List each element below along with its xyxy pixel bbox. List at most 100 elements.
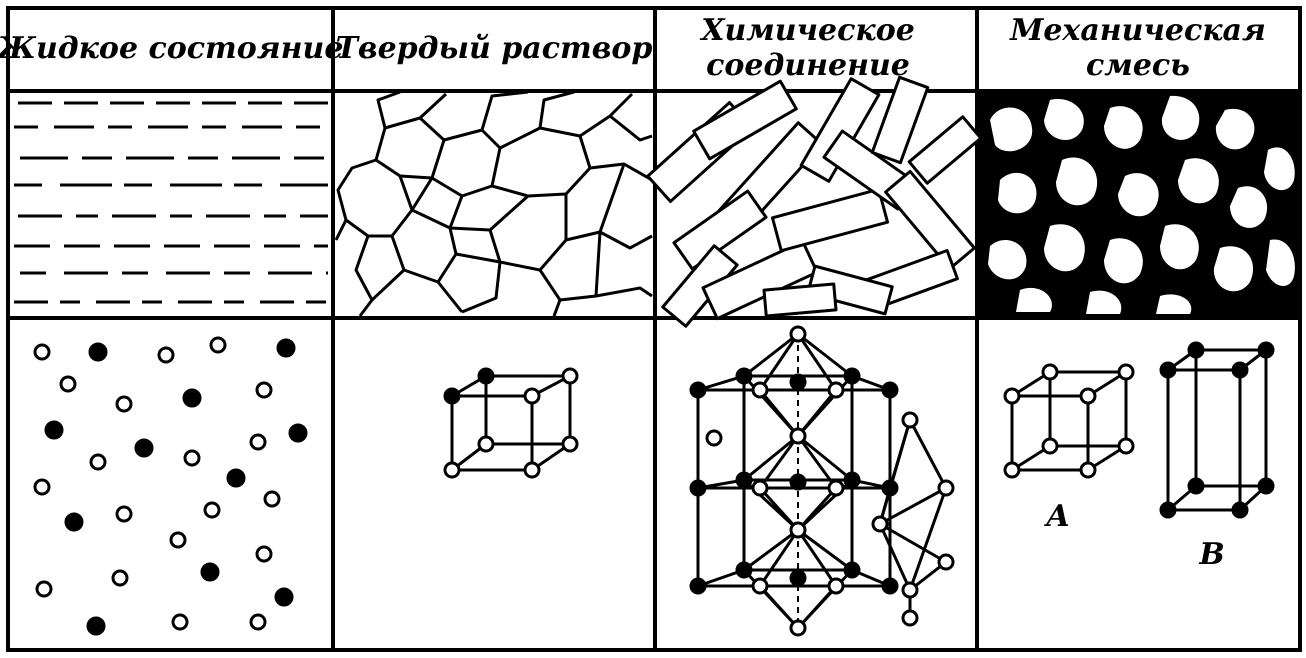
filled-circle-atom [881,381,899,399]
open-circle-atom [561,435,579,453]
open-circle-atom [827,577,845,595]
open-circle-atom [523,461,541,479]
open-circle-atom [827,479,845,497]
open-circle-atom [789,521,807,539]
filled-circle-atom [443,387,461,405]
filled-circle-atom [1159,361,1177,379]
filled-circle-atom [64,512,84,532]
open-circle-atom [705,429,723,447]
filled-circle-atom [1257,341,1275,359]
mixture-phases [979,93,1298,316]
filled-circle-atom [88,342,108,362]
open-circle-atom [789,427,807,445]
open-circle-atom [789,619,807,637]
filled-circle-atom [44,420,64,440]
open-circle-atom [901,411,919,429]
filled-circle-atom [689,381,707,399]
open-circle-atom [183,449,201,467]
header-liquid: Жидкое состояние [0,31,343,66]
open-circle-atom [33,343,51,361]
filled-circle-atom [274,587,294,607]
open-circle-atom [255,381,273,399]
filled-circle-atom [735,561,753,579]
filled-circle-atom [1231,361,1249,379]
open-circle-atom [937,479,955,497]
open-circle-atom [477,435,495,453]
open-circle-atom [171,613,189,631]
solid-solution-cell [443,367,579,479]
filled-circle-atom [881,577,899,595]
header-chemical-compound-line1: Химическое [699,13,915,48]
open-circle-atom [209,336,227,354]
open-circle-atom [1117,437,1135,455]
open-circle-atom [901,609,919,627]
lattice-a-label: A [1043,499,1069,534]
header-mechanical-mixture-line2: смесь [1086,48,1190,83]
filled-circle-atom [477,367,495,385]
open-circle-atom [751,479,769,497]
liquid-atoms [33,336,308,636]
open-circle-atom [1003,461,1021,479]
open-circle-atom [249,613,267,631]
open-circle-atom [203,501,221,519]
table-grid [6,6,1302,652]
filled-circle-atom [182,388,202,408]
header-mechanical-mixture-line1: Механическая [1009,13,1266,48]
header-chemical-compound-line2: соединение [706,48,910,83]
open-circle-atom [443,461,461,479]
filled-circle-atom [288,423,308,443]
filled-circle-atom [843,367,861,385]
open-circle-atom [1003,387,1021,405]
open-circle-atom [523,387,541,405]
open-circle-atom [937,553,955,571]
filled-circle-atom [134,438,154,458]
filled-circle-atom [1187,341,1205,359]
open-circle-atom [35,580,53,598]
filled-circle-atom [689,479,707,497]
header-row: Жидкое состояние Твердый раствор Химичес… [0,13,1266,83]
filled-circle-atom [276,338,296,358]
open-circle-atom [59,375,77,393]
filled-circle-atom [843,561,861,579]
open-circle-atom [1041,437,1059,455]
open-circle-atom [1079,387,1097,405]
filled-circle-atom [843,471,861,489]
filled-circle-atom [1187,477,1205,495]
filled-circle-atom [789,373,807,391]
lattice-a [1003,363,1135,479]
filled-circle-atom [735,367,753,385]
open-circle-atom [1117,363,1135,381]
open-circle-atom [871,515,889,533]
open-circle-atom [789,325,807,343]
open-circle-atom [89,453,107,471]
open-circle-atom [263,490,281,508]
filled-circle-atom [789,473,807,491]
filled-circle-atom [86,616,106,636]
grain-boundaries [334,90,653,317]
filled-circle-atom [1231,501,1249,519]
open-circle-atom [827,381,845,399]
lattice-b-label: B [1198,537,1224,572]
open-circle-atom [901,581,919,599]
open-circle-atom [751,577,769,595]
open-circle-atom [111,569,129,587]
open-circle-atom [1041,363,1059,381]
lattice-b [1159,341,1275,519]
filled-circle-atom [789,569,807,587]
open-circle-atom [169,531,187,549]
open-circle-atom [33,478,51,496]
filled-circle-atom [735,471,753,489]
open-circle-atom [561,367,579,385]
filled-circle-atom [881,479,899,497]
open-circle-atom [255,545,273,563]
needle-crystals [646,75,983,328]
open-circle-atom [751,381,769,399]
open-circle-atom [249,433,267,451]
open-circle-atom [115,395,133,413]
compound-lattice [689,325,955,637]
open-circle-atom [1079,461,1097,479]
filled-circle-atom [1159,501,1177,519]
header-solid-solution: Твердый раствор [336,31,653,66]
open-circle-atom [157,346,175,364]
